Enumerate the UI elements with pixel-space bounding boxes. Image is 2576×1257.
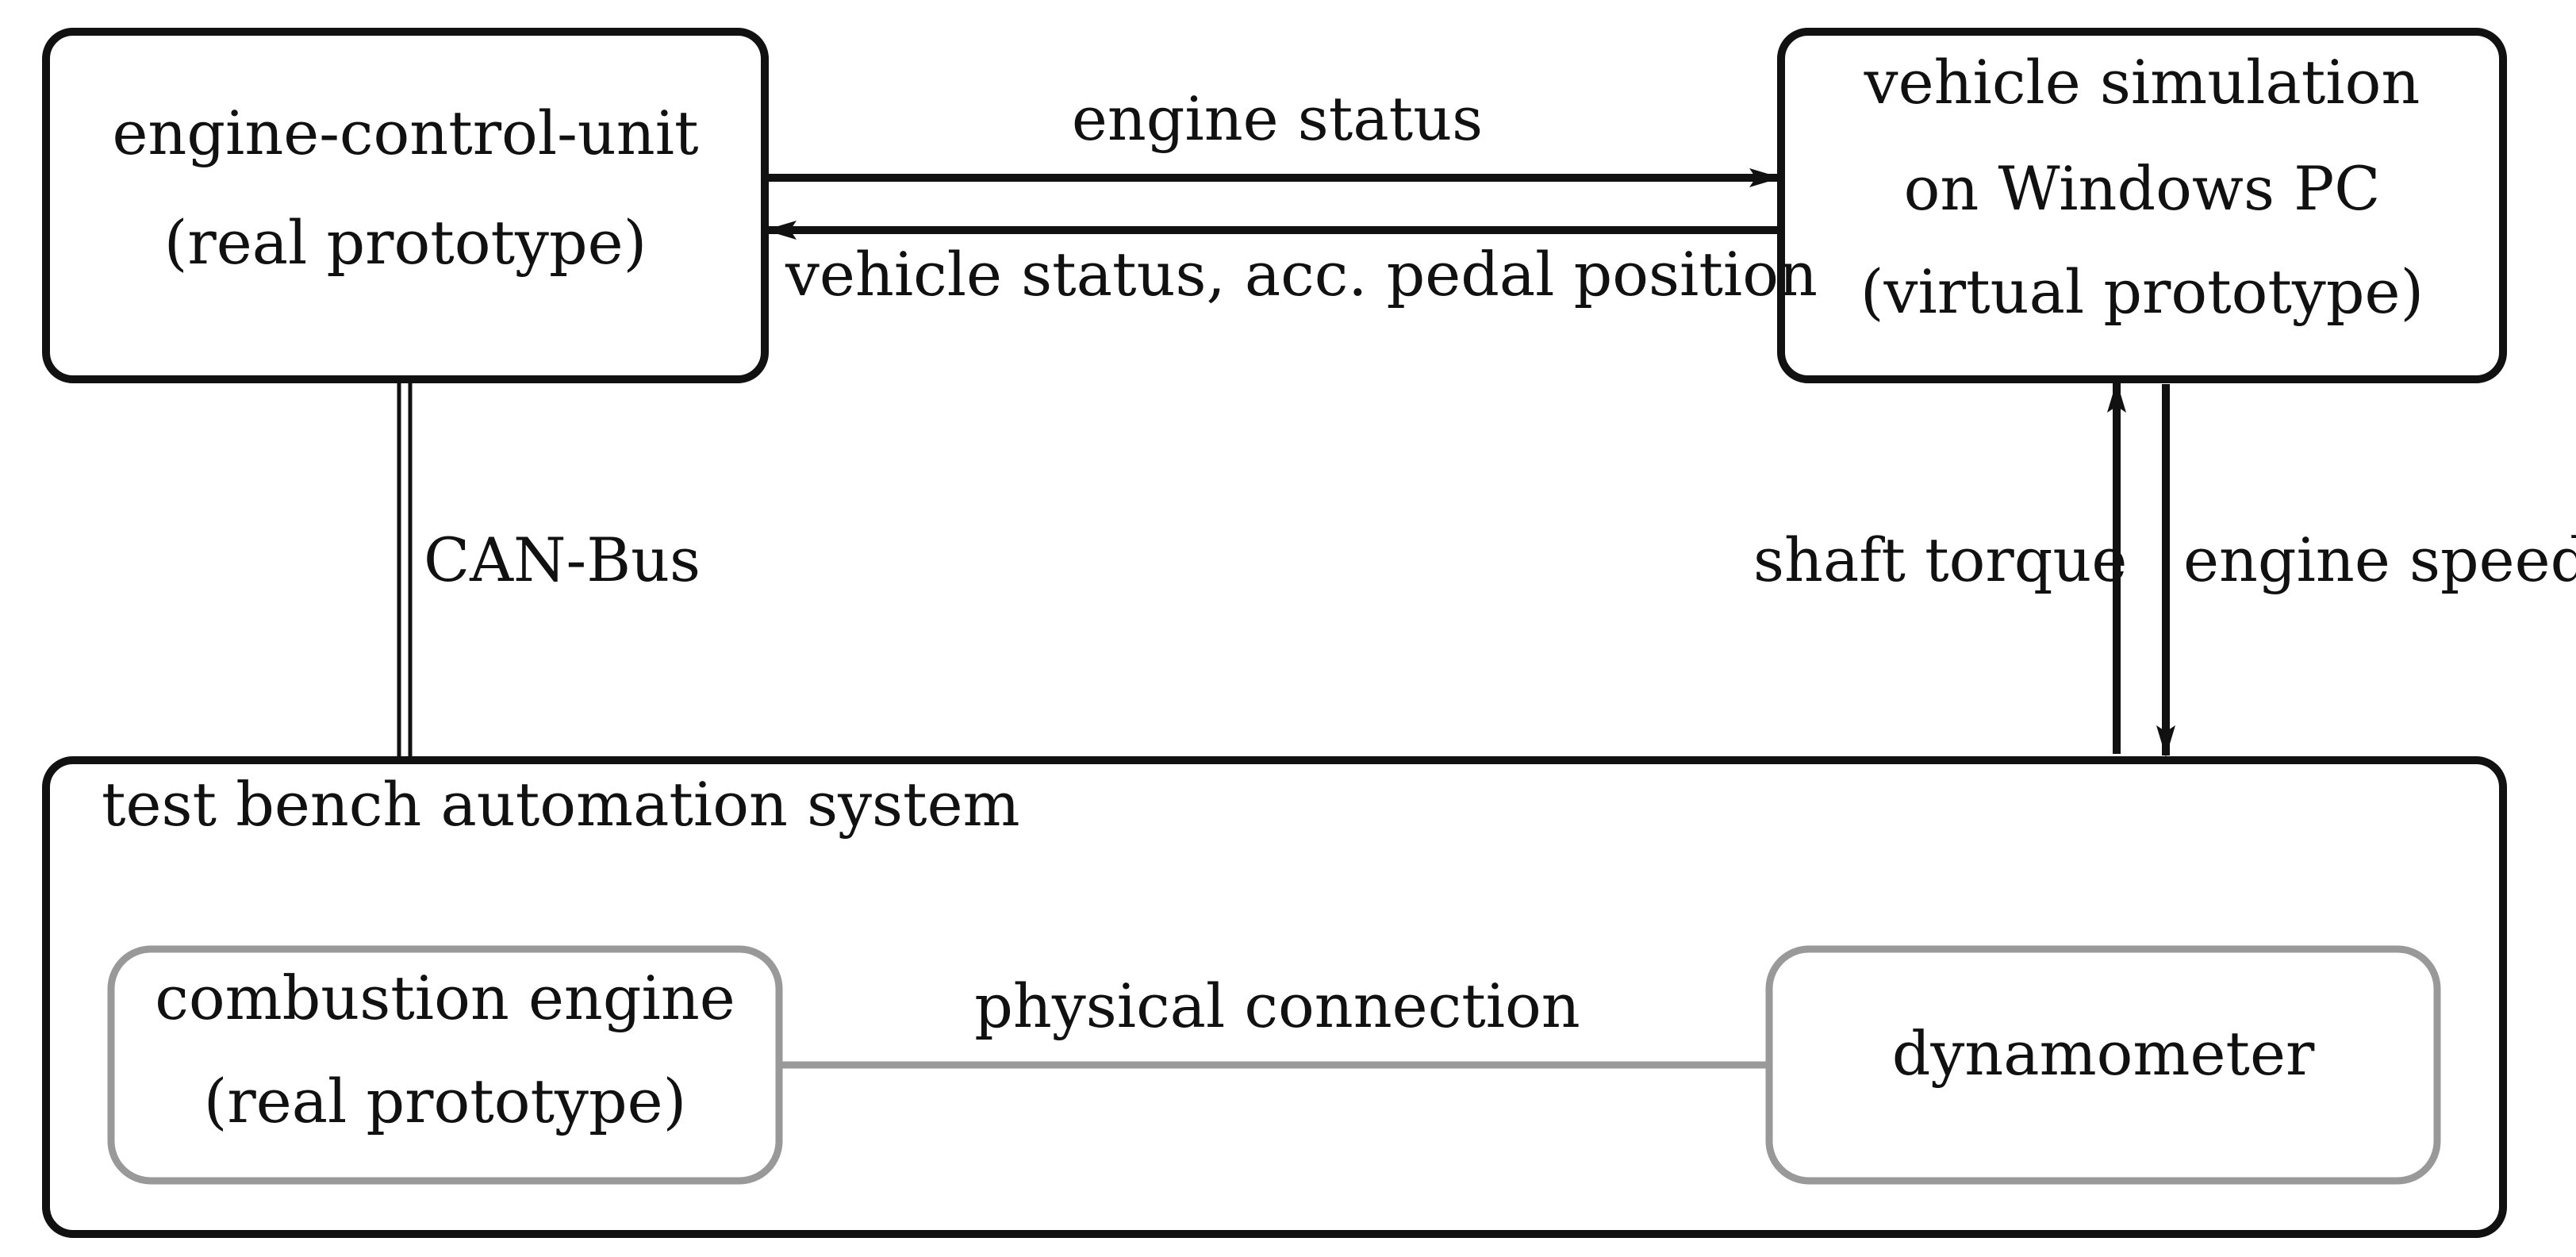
- engine-speed-label: engine speed: [2183, 525, 2576, 595]
- shaft-torque-label: shaft torque: [1753, 525, 2128, 595]
- vehicle-status-label: vehicle status, acc. pedal position: [785, 239, 1818, 309]
- test-bench-box: [42, 756, 2507, 1238]
- vehicle-sim-subtitle: (virtual prototype): [1860, 256, 2424, 327]
- ecu-title: engine-control-unit: [112, 98, 699, 168]
- ecu-box: [42, 28, 769, 383]
- test-bench-title: test bench automation system: [102, 769, 1020, 840]
- combustion-engine-subtitle: (real prototype): [203, 1066, 687, 1136]
- can-bus-label: CAN-Bus: [424, 525, 701, 595]
- engine-status-label: engine status: [1071, 83, 1484, 154]
- combustion-engine-title: combustion engine: [155, 963, 735, 1033]
- vehicle-sim-box: [1777, 28, 2507, 383]
- vehicle-sim-platform: on Windows PC: [1903, 153, 2381, 224]
- physical-connection-label: physical connection: [974, 971, 1580, 1041]
- dynamometer-label: dynamometer: [1891, 1018, 2315, 1089]
- vehicle-sim-title: vehicle simulation: [1864, 47, 2421, 117]
- ecu-subtitle: (real prototype): [163, 207, 647, 278]
